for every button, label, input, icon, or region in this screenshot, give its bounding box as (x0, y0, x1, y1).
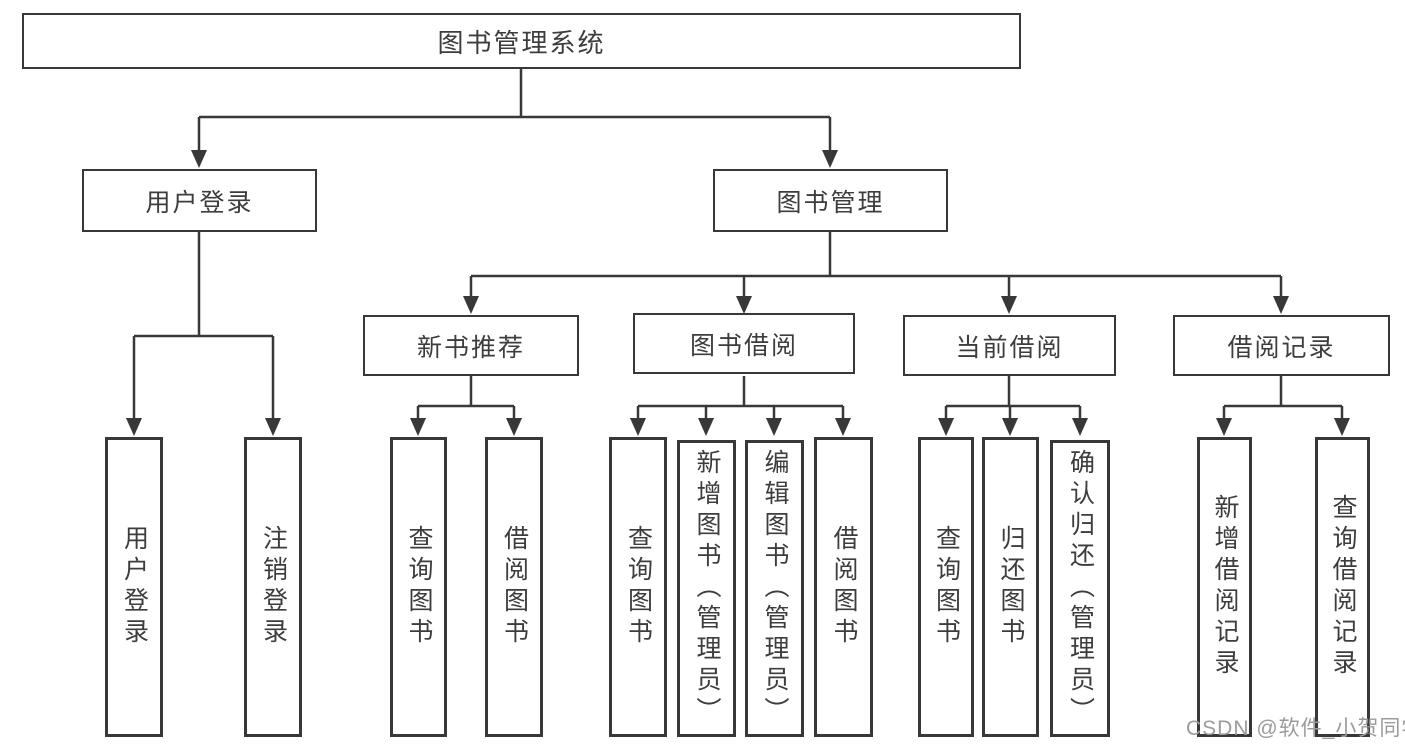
leaf-return-books: 归还图书 (982, 437, 1039, 737)
node-label: 新增图书（管理员） (693, 449, 721, 728)
node-label: 图书借阅 (689, 331, 798, 360)
leaf-borrow-books-recommend: 借阅图书 (485, 437, 543, 737)
leaf-query-books-borrow: 查询图书 (609, 437, 667, 737)
node-label: 查询图书 (624, 525, 653, 649)
node-label: 借阅记录 (1227, 333, 1336, 362)
node-label: 图书管理系统 (437, 27, 606, 58)
node-label: 借阅图书 (830, 525, 858, 649)
node-label: 新书推荐 (416, 333, 525, 362)
leaf-query-books-current: 查询图书 (918, 437, 974, 737)
leaf-user-login: 用户登录 (105, 437, 163, 737)
node-label: 归还图书 (997, 525, 1025, 649)
leaf-query-borrow-record: 查询借阅记录 (1315, 437, 1370, 737)
node-label: 当前借阅 (955, 333, 1064, 362)
node-current-borrow: 当前借阅 (903, 315, 1116, 376)
leaf-edit-books-admin: 编辑图书（管理员） (745, 440, 804, 737)
arrowheads (126, 150, 1350, 436)
node-book-management: 图书管理 (713, 169, 948, 232)
leaf-query-books-recommend: 查询图书 (390, 437, 447, 737)
leaf-borrow-books: 借阅图书 (814, 437, 873, 737)
node-library-management-system: 图书管理系统 (22, 13, 1021, 69)
node-borrow-records: 借阅记录 (1173, 315, 1390, 376)
leaf-confirm-return-admin: 确认归还（管理员） (1050, 440, 1110, 737)
leaf-add-borrow-record: 新增借阅记录 (1197, 437, 1252, 737)
node-user-login-group: 用户登录 (82, 169, 317, 232)
node-label: 确认归还（管理员） (1066, 449, 1095, 728)
node-label: 查询借阅记录 (1329, 494, 1357, 680)
csdn-watermark: CSDN @软件_小贺同学 (1186, 717, 1405, 740)
node-label: 查询图书 (405, 525, 433, 649)
node-label: 注销登录 (259, 525, 288, 649)
node-label: 用户登录 (145, 188, 254, 217)
node-label: 新增借阅记录 (1211, 494, 1239, 680)
node-label: 查询图书 (932, 525, 961, 649)
node-label: 用户登录 (120, 525, 149, 649)
node-label: 借阅图书 (500, 525, 529, 649)
leaf-add-books-admin: 新增图书（管理员） (677, 440, 736, 737)
node-book-borrow: 图书借阅 (633, 313, 855, 374)
node-label: 图书管理 (776, 188, 885, 217)
leaf-logout: 注销登录 (244, 437, 302, 737)
node-label: 编辑图书（管理员） (761, 449, 789, 728)
node-new-book-recommend: 新书推荐 (363, 315, 579, 376)
